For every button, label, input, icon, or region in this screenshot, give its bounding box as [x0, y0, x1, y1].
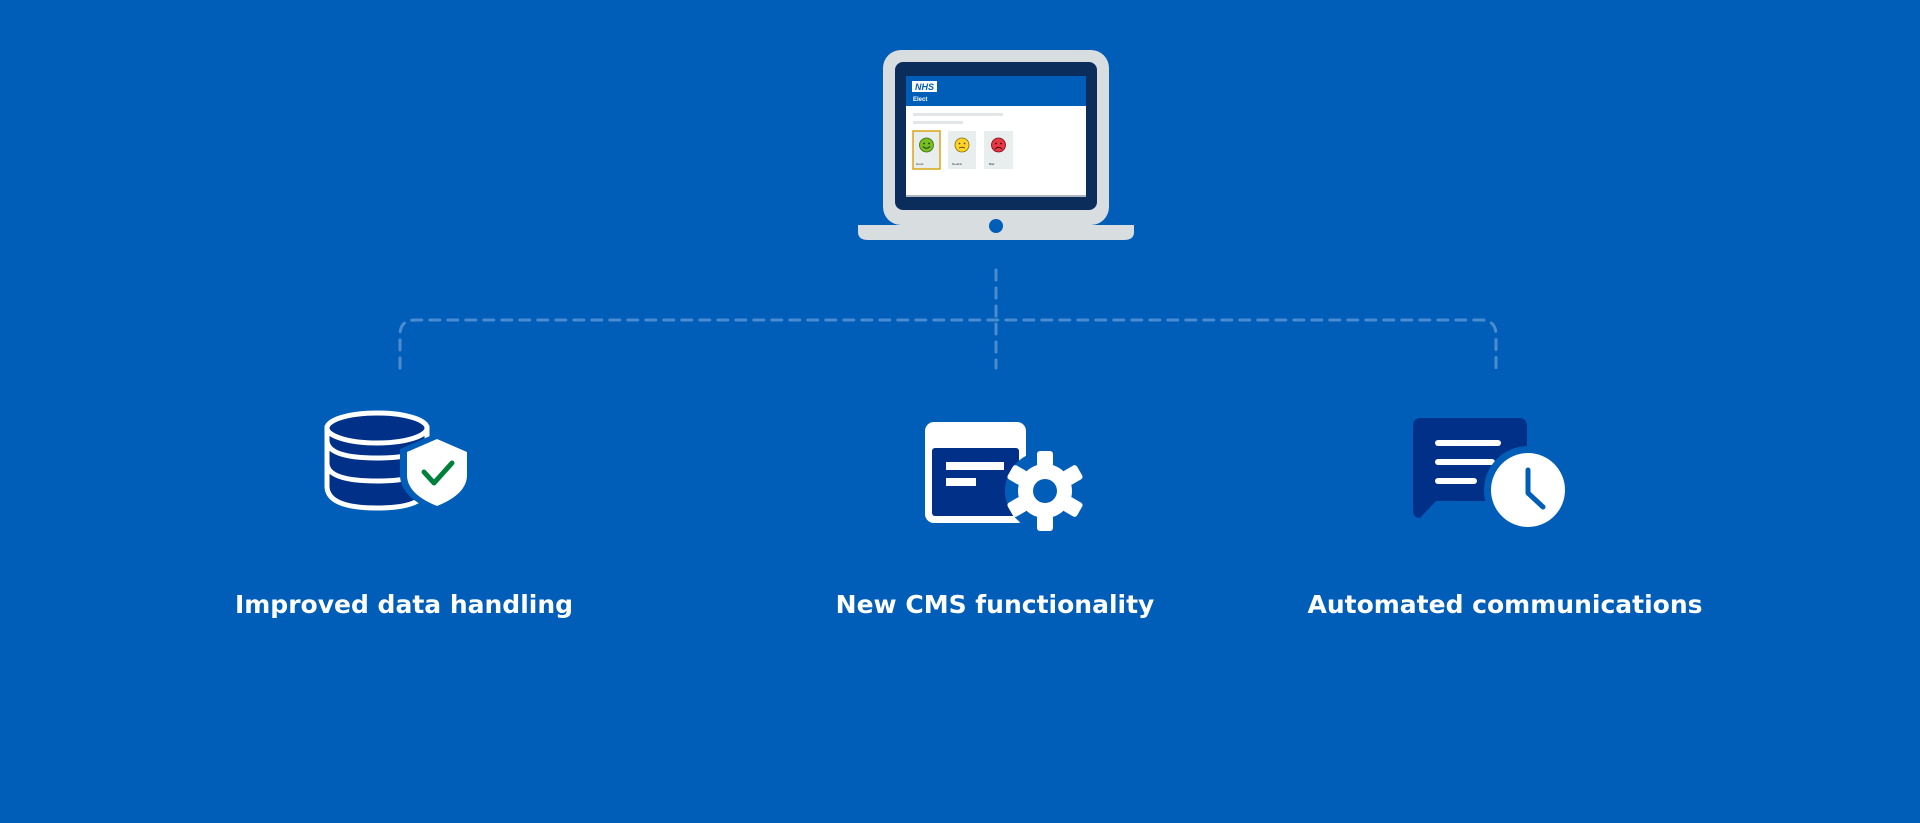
- feature-label-data-handling: Improved data handling: [234, 590, 574, 619]
- feature-label-cms: New CMS functionality: [835, 590, 1155, 619]
- laptop-home-button: [989, 219, 1003, 233]
- cms-settings-icon: [925, 422, 1085, 531]
- screen-text-line-1: [913, 113, 1003, 116]
- nhs-logo-box: [912, 81, 937, 92]
- rating-option-good[interactable]: Good: [912, 130, 941, 170]
- chat-clock-icon: [1413, 418, 1572, 534]
- screen-footer-bar: [906, 195, 1086, 197]
- connector-branch: [398, 318, 1498, 370]
- app-name: Elect: [913, 97, 927, 103]
- feature-label-communications: Automated communications: [1307, 590, 1703, 619]
- rating-label-neutral: Neutral: [952, 162, 962, 166]
- sad-face-icon: [991, 137, 1006, 153]
- database-shield-icon: [324, 410, 474, 512]
- rating-option-bad[interactable]: Bad: [984, 131, 1013, 169]
- rating-label-good: Good: [916, 162, 924, 166]
- screen-text-line-2: [913, 121, 963, 124]
- rating-label-bad: Bad: [989, 162, 995, 166]
- nhs-logo-text: NHS: [915, 82, 934, 92]
- happy-face-icon: [919, 137, 934, 153]
- laptop-icon: NHS Elect Good Neutral: [858, 50, 1134, 240]
- neutral-face-icon: [954, 137, 970, 153]
- connector-lines: [398, 268, 1498, 370]
- rating-option-neutral[interactable]: Neutral: [948, 131, 976, 169]
